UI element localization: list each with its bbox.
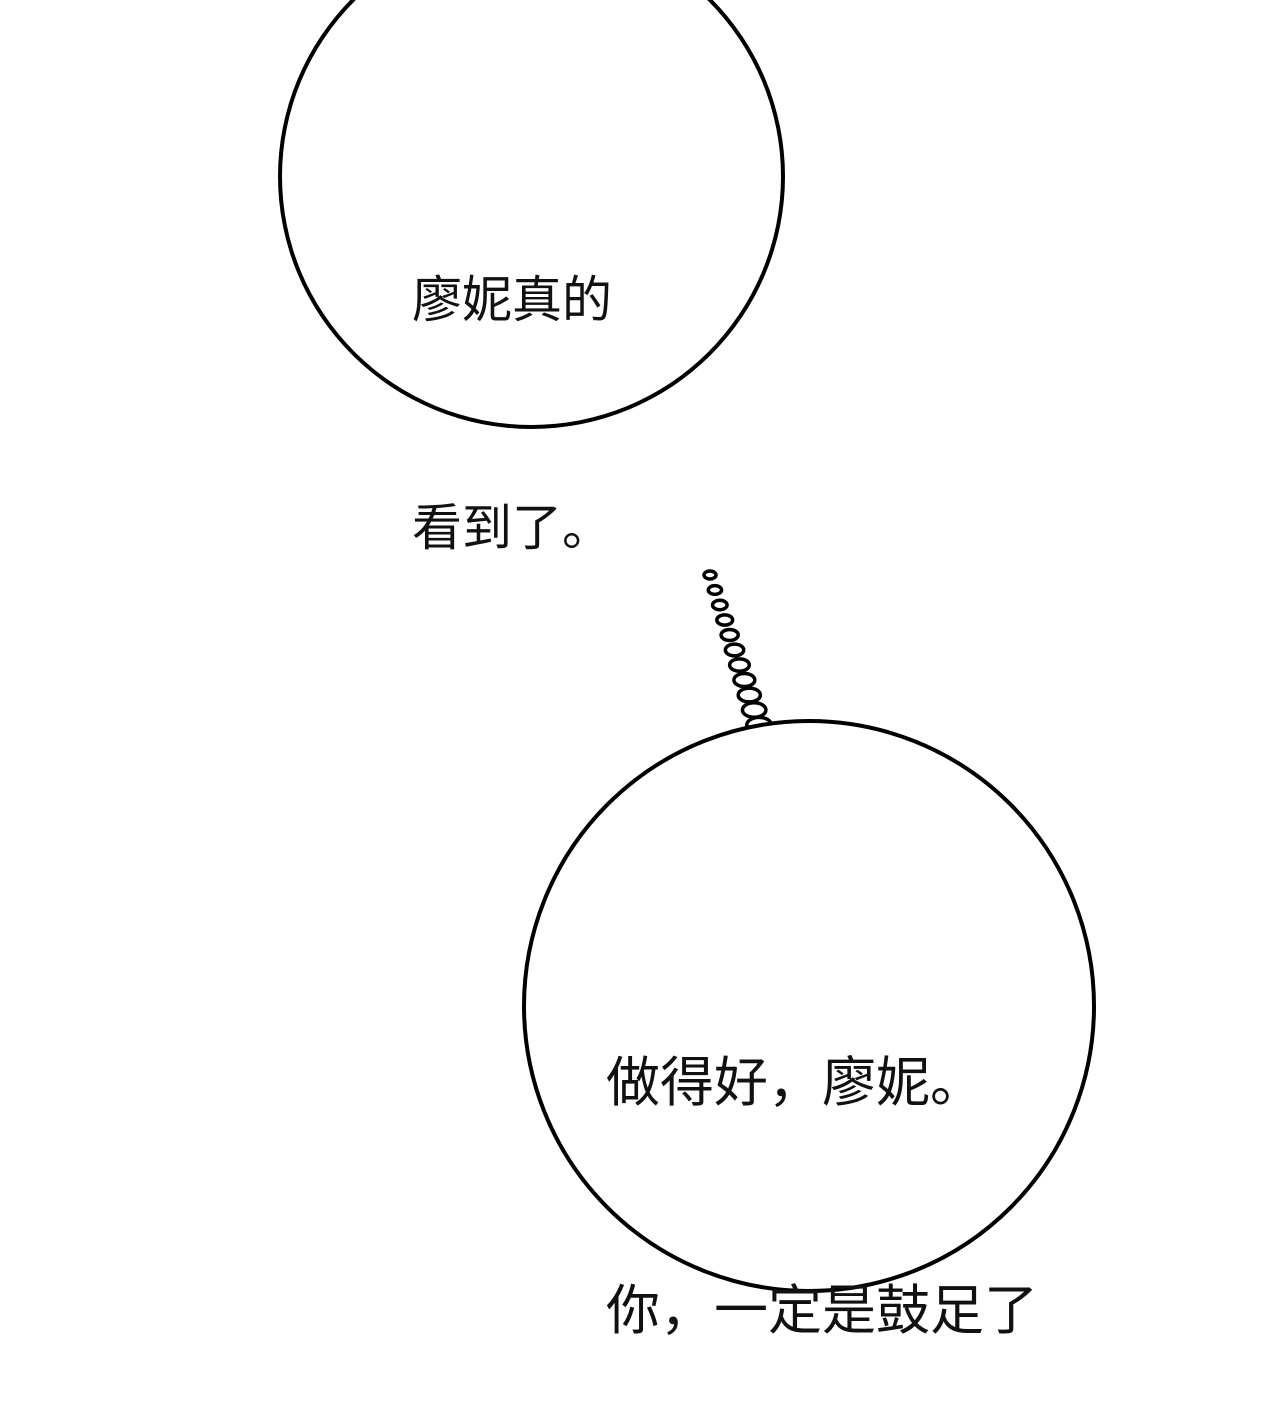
bubble-top-line-2: 看到了。 <box>412 499 612 557</box>
bubble-bottom-text: 做得好，廖妮。 你，一定是鼓足了 <box>606 893 1038 1425</box>
bubble-bottom-line-2: 你，一定是鼓足了 <box>606 1279 1038 1342</box>
bubble-bottom-line-1: 做得好，廖妮。 <box>606 1051 984 1114</box>
trail-dot <box>740 700 768 720</box>
bubble-top-text: 廖妮真的 看到了。 <box>412 110 612 642</box>
trail-dot <box>727 657 752 673</box>
bubble-top-line-1: 廖妮真的 <box>412 271 612 329</box>
trail-dot <box>715 613 735 627</box>
trail-dot <box>706 583 724 597</box>
trail-dot <box>702 569 718 581</box>
trail-dot <box>719 627 740 643</box>
speech-bubble-top <box>278 0 785 429</box>
trail-dot <box>723 642 746 658</box>
trail-dot <box>710 598 729 612</box>
trail-dot <box>736 686 763 704</box>
trail-dot <box>732 671 757 689</box>
